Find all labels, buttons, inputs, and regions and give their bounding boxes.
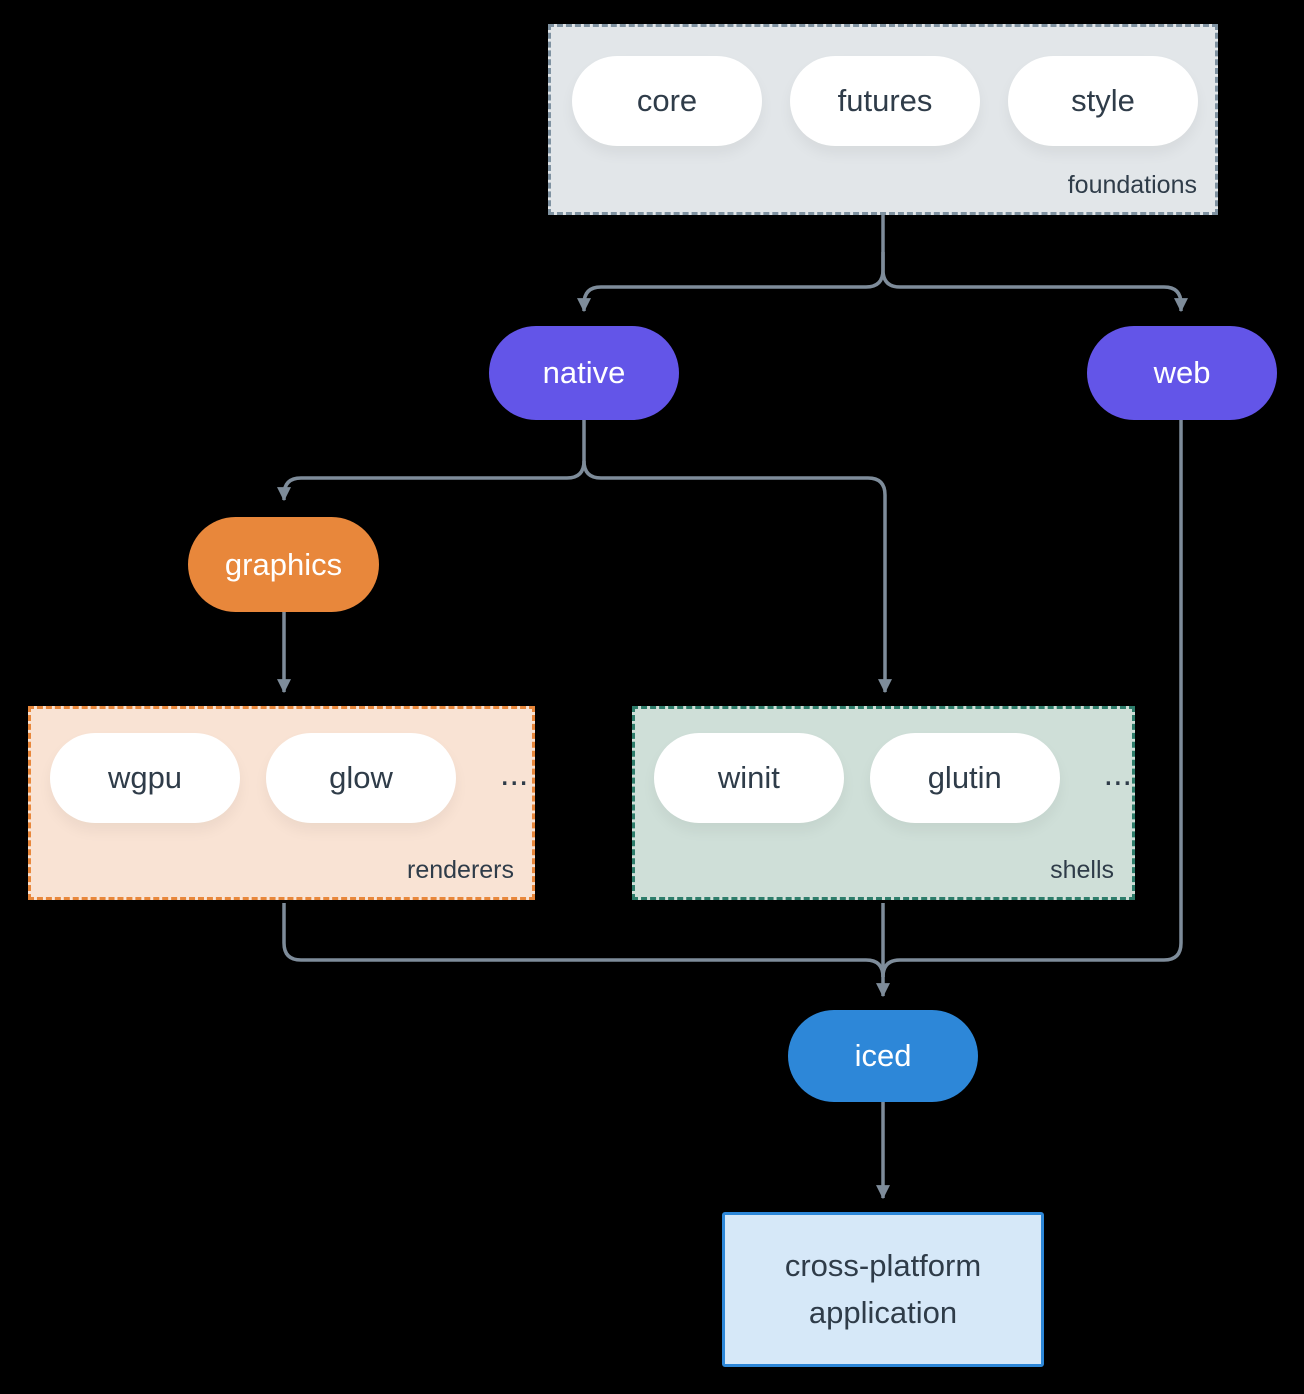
edge-foundations-native: [577, 215, 885, 313]
node-wgpu: wgpu: [50, 733, 240, 823]
node-glutin-label: glutin: [927, 760, 1002, 795]
node-core-label: core: [636, 83, 698, 118]
node-style-label: style: [1071, 83, 1135, 118]
node-graphics-label: graphics: [224, 546, 343, 582]
node-glow-label: glow: [329, 760, 393, 795]
node-cross-platform-application: cross-platform application: [722, 1212, 1044, 1367]
node-futures: futures: [790, 56, 980, 146]
foundations-pill-row: core futures style: [551, 27, 1215, 146]
shells-pill-row: winit glutin ...: [635, 709, 1132, 823]
node-wgpu-label: wgpu: [107, 760, 183, 795]
node-core: core: [572, 56, 762, 146]
edge-native-shells: [582, 460, 892, 694]
node-futures-label: futures: [837, 83, 933, 118]
node-iced-label: iced: [854, 1038, 912, 1073]
node-web-label: web: [1153, 355, 1211, 390]
renderers-ellipsis: ...: [500, 754, 529, 793]
shells-ellipsis: ...: [1103, 754, 1132, 793]
node-glow: glow: [266, 733, 456, 823]
shells-group-label: shells: [1050, 856, 1114, 884]
node-native-label: native: [542, 355, 626, 390]
edge-native-graphics: [277, 420, 586, 502]
node-iced: iced: [788, 1010, 978, 1102]
node-winit-label: winit: [717, 760, 780, 795]
foundations-group-label: foundations: [1067, 171, 1197, 199]
group-foundations: core futures style foundations: [548, 24, 1218, 215]
node-graphics: graphics: [188, 517, 379, 612]
application-label-line2: application: [808, 1294, 958, 1330]
node-winit: winit: [654, 733, 844, 823]
renderers-pill-row: wgpu glow ...: [31, 709, 532, 823]
node-web: web: [1087, 326, 1277, 420]
application-label-line1: cross-platform: [784, 1248, 982, 1283]
node-native: native: [489, 326, 679, 420]
edge-foundations-web: [881, 252, 1188, 313]
node-style: style: [1008, 56, 1198, 146]
group-shells: winit glutin ... shells: [632, 706, 1135, 900]
renderers-group-label: renderers: [407, 856, 514, 884]
node-glutin: glutin: [869, 733, 1060, 823]
edge-renderers-merge: [282, 903, 885, 978]
group-renderers: wgpu glow ... renderers: [28, 706, 535, 900]
